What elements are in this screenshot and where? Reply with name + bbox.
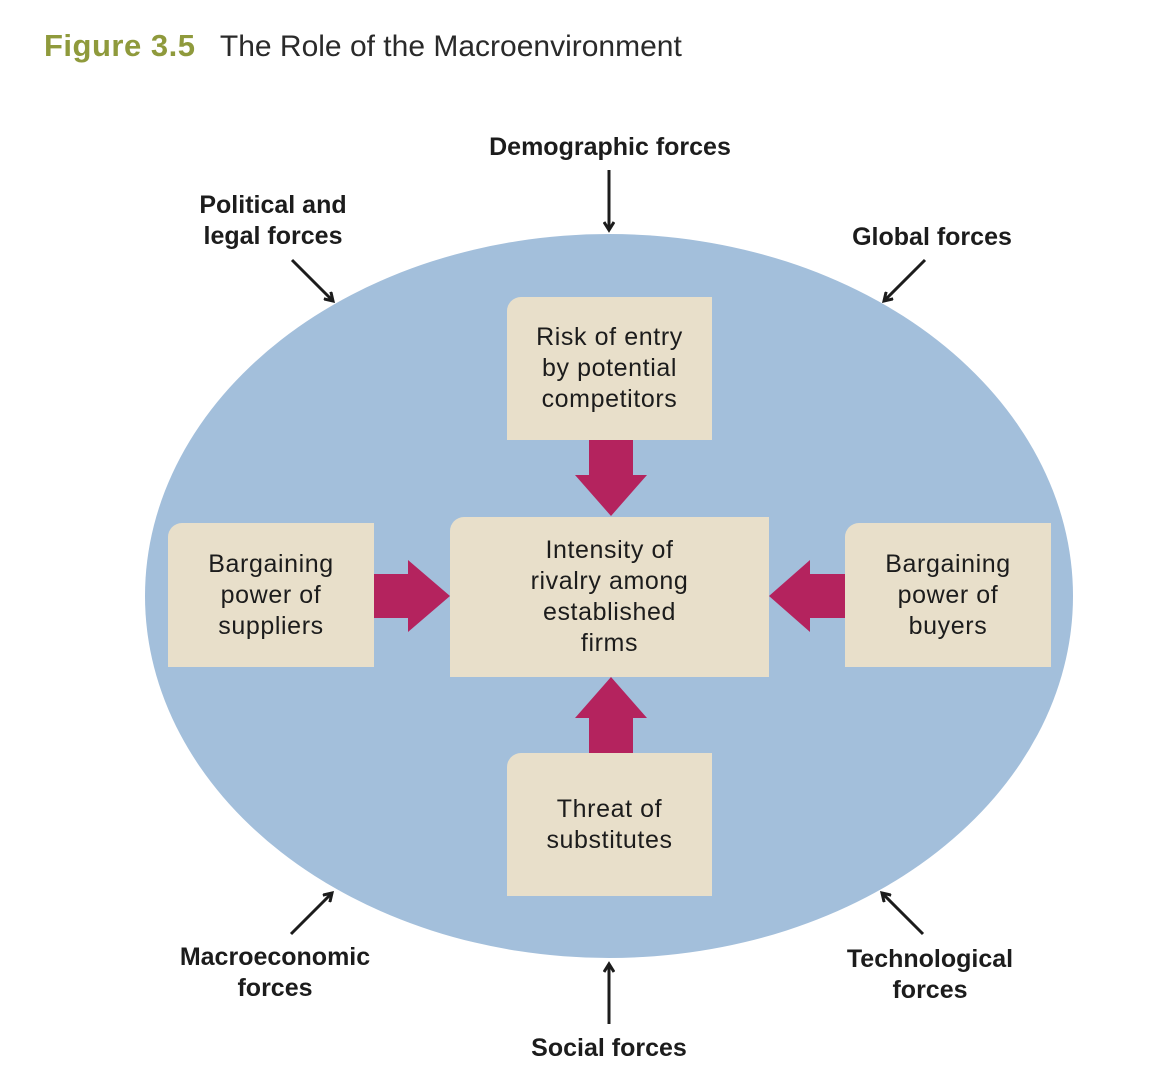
entry-block-arrow xyxy=(575,440,647,516)
rivalry-line2: rivalry among xyxy=(530,567,689,595)
social-forces-text: Social forces xyxy=(531,1034,687,1062)
figure-number: Figure 3.5 xyxy=(44,28,196,63)
political-forces-line1: Political and xyxy=(199,191,347,219)
global-forces-label: Global forces xyxy=(832,222,1032,253)
entry-line3: competitors xyxy=(541,385,678,413)
political-arrow xyxy=(290,258,333,301)
substitutes-line1: Threat of xyxy=(556,794,663,823)
suppliers-block-arrow xyxy=(374,560,450,632)
substitutes-block-arrow xyxy=(575,677,647,753)
technological-forces-line1: Technological xyxy=(846,945,1014,973)
figure-header: Figure 3.5 The Role of the Macroenvironm… xyxy=(44,28,682,64)
macroeconomic-arrow xyxy=(289,893,332,936)
buyers-line2: power of xyxy=(897,580,999,609)
buyers-line3: buyers xyxy=(908,611,988,640)
buyers-block-arrow xyxy=(769,560,845,632)
macroeconomic-forces-label: Macroeconomic forces xyxy=(160,942,390,1004)
buyers-power-box: Bargaining power of buyers xyxy=(845,523,1051,667)
suppliers-power-box: Bargaining power of suppliers xyxy=(168,523,374,667)
technological-forces-label: Technological forces xyxy=(820,944,1040,1006)
entry-line1: Risk of entry xyxy=(536,323,683,351)
figure-title: The Role of the Macroenvironment xyxy=(219,30,682,63)
global-arrow xyxy=(884,258,927,301)
macroeconomic-forces-line2: forces xyxy=(237,974,313,1002)
suppliers-line2: power of xyxy=(220,580,322,609)
suppliers-line3: suppliers xyxy=(218,611,324,640)
rivalry-line4: firms xyxy=(580,629,639,657)
political-forces-line2: legal forces xyxy=(203,222,343,250)
global-forces-text: Global forces xyxy=(852,223,1012,251)
rivalry-line3: established xyxy=(542,598,677,626)
social-forces-label: Social forces xyxy=(500,1033,718,1064)
technological-arrow xyxy=(882,893,925,936)
rivalry-box: Intensity of rivalry among established f… xyxy=(450,517,769,677)
technological-forces-line2: forces xyxy=(892,976,968,1004)
substitutes-line2: substitutes xyxy=(546,825,673,854)
macroeconomic-forces-line1: Macroeconomic xyxy=(179,943,371,971)
rivalry-line1: Intensity of xyxy=(545,536,674,564)
demographic-forces-text: Demographic forces xyxy=(489,133,731,161)
demographic-forces-label: Demographic forces xyxy=(480,132,740,163)
entry-line2: by potential xyxy=(541,354,678,382)
suppliers-line1: Bargaining xyxy=(208,549,334,578)
political-legal-forces-label: Political and legal forces xyxy=(158,190,388,252)
threat-of-substitutes-box: Threat of substitutes xyxy=(507,753,712,896)
buyers-line1: Bargaining xyxy=(885,549,1011,578)
risk-of-entry-box: Risk of entry by potential competitors xyxy=(507,297,712,440)
